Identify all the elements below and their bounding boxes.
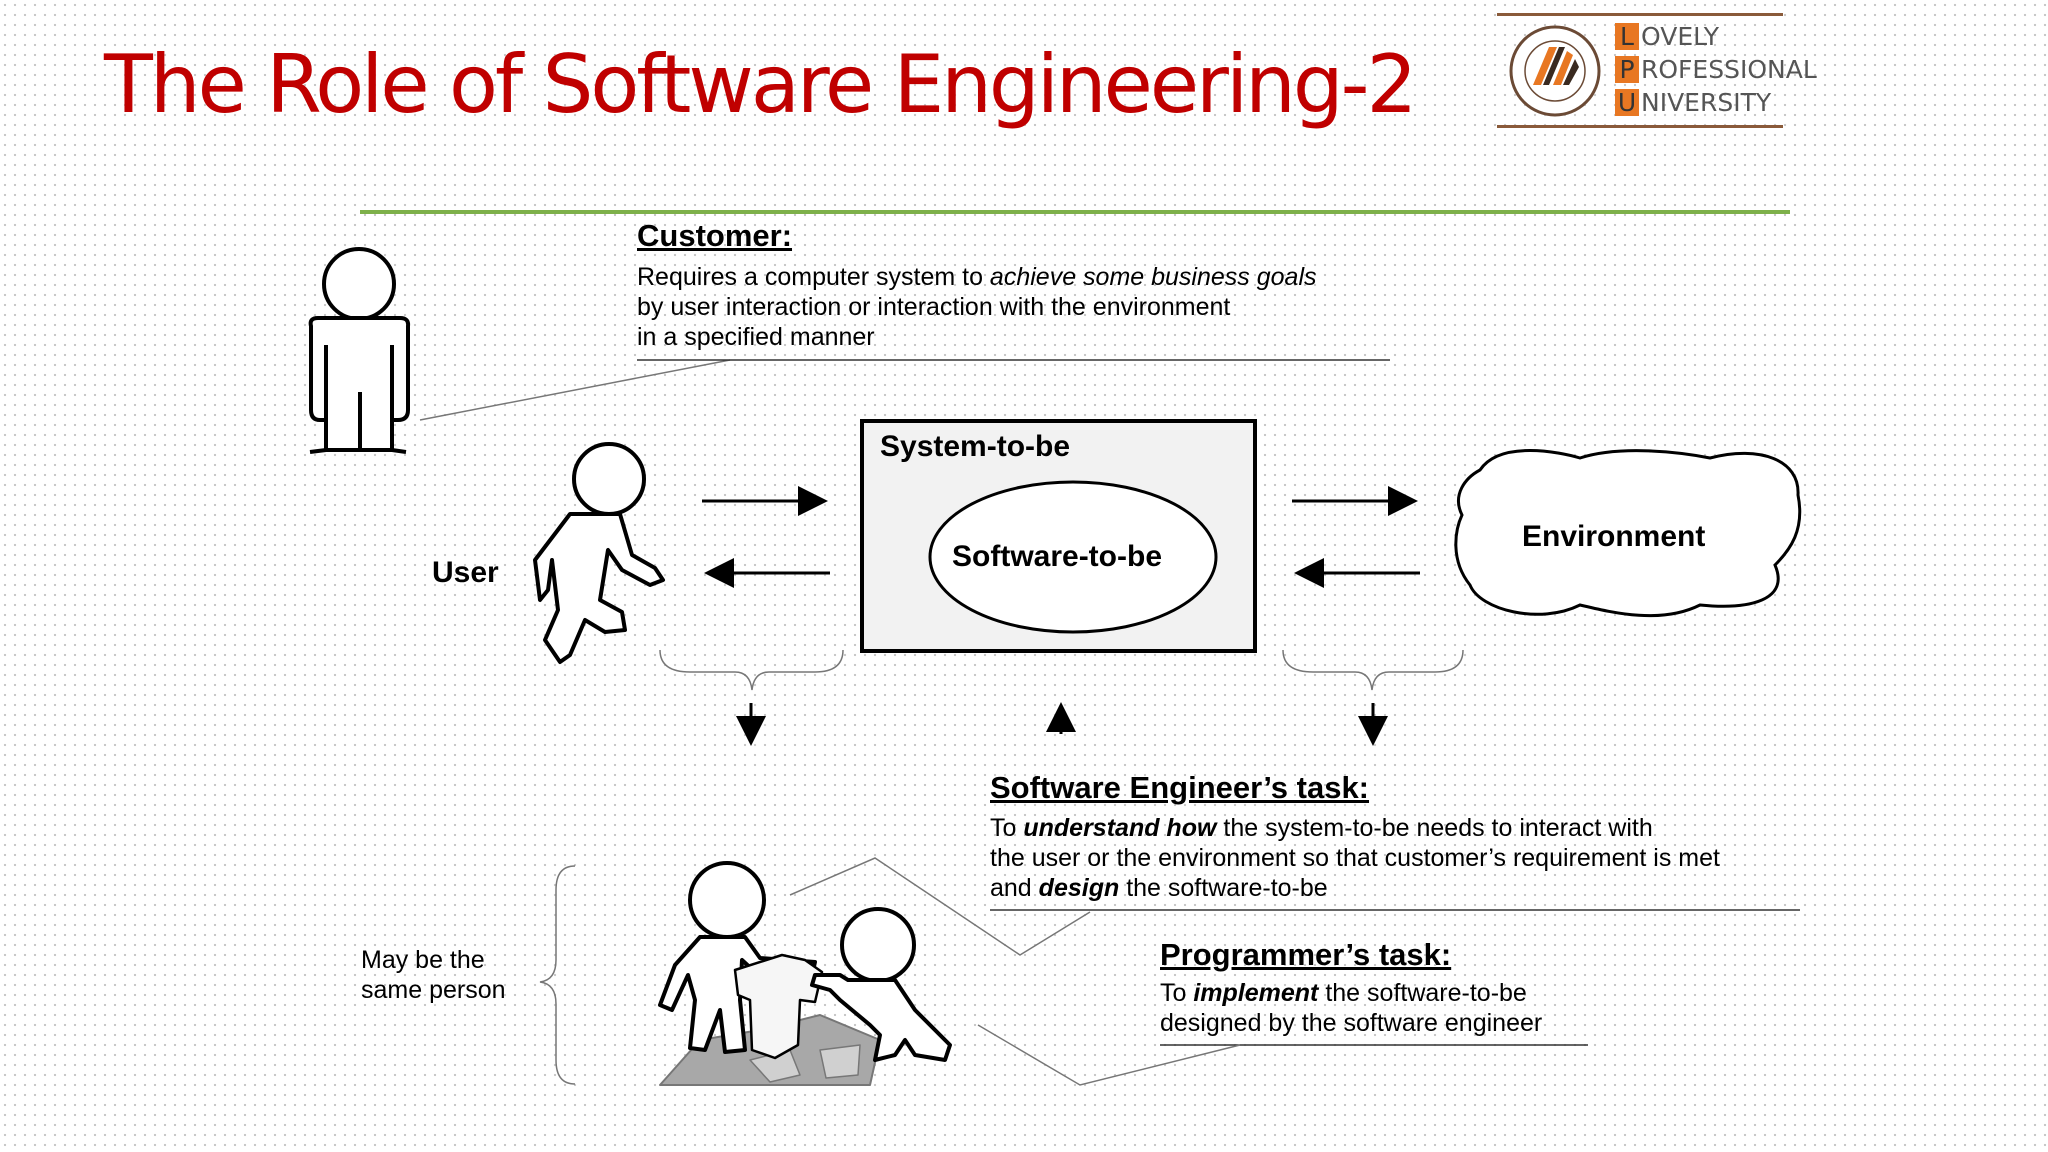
same-person-brace bbox=[539, 865, 576, 1085]
customer-callout-line bbox=[419, 359, 731, 421]
programmer-line-1-text: To bbox=[1160, 979, 1194, 1007]
title-rule bbox=[360, 210, 1790, 214]
customer-line-2: by user interaction or interaction with … bbox=[637, 293, 1231, 321]
programmer-line-1-emphasis: implement bbox=[1193, 979, 1319, 1007]
university-logo: L OVELY P ROFESSIONAL U NIVERSITY bbox=[1497, 13, 1817, 128]
engineer-line-1-text: To bbox=[990, 814, 1024, 842]
logo-bottom-line bbox=[1497, 125, 1783, 128]
walking-user-icon bbox=[533, 442, 665, 664]
software-ellipse bbox=[928, 480, 1218, 634]
programmer-line-2: designed by the software engineer bbox=[1160, 1009, 1543, 1037]
engineer-line-3-rest: the software-to-be bbox=[1119, 874, 1328, 902]
logo-word: NIVERSITY bbox=[1641, 87, 1772, 117]
logo-row-lovely: L OVELY bbox=[1615, 21, 1719, 51]
programmer-line-1-rest: the software-to-be bbox=[1318, 979, 1527, 1007]
slide-title: The Role of Software Engineering-2 bbox=[104, 38, 1417, 131]
engineer-line-3: and design the software-to-be bbox=[990, 873, 1720, 903]
customer-line-3: in a specified manner bbox=[637, 323, 875, 351]
programmer-callout-line bbox=[977, 1024, 1241, 1086]
customer-line-1-text: Requires a computer system to bbox=[637, 263, 990, 291]
programmer-heading: Programmer’s task: bbox=[1160, 937, 1452, 972]
logo-word: OVELY bbox=[1641, 21, 1720, 51]
engineer-heading: Software Engineer’s task: bbox=[990, 770, 1370, 805]
customer-line-1-emphasis: achieve some business goals bbox=[989, 263, 1317, 291]
user-label: User bbox=[432, 556, 499, 589]
right-brace bbox=[1282, 649, 1464, 691]
logo-seal-icon bbox=[1509, 25, 1601, 117]
logo-word: ROFESSIONAL bbox=[1641, 54, 1817, 84]
logo-row-professional: P ROFESSIONAL bbox=[1615, 54, 1817, 84]
customer-line-1: Requires a computer system to achieve so… bbox=[637, 262, 1317, 292]
engineer-line-3-emphasis: design bbox=[1038, 874, 1120, 902]
same-person-note: May be the same person bbox=[361, 945, 506, 1005]
logo-letter: U bbox=[1615, 88, 1639, 116]
environment-cloud bbox=[1454, 449, 1802, 618]
environment-label: Environment bbox=[1522, 520, 1706, 553]
same-person-line-1: May be the bbox=[361, 946, 485, 974]
engineer-line-1: To understand how the system-to-be needs… bbox=[990, 813, 1720, 843]
engineer-line-2: the user or the environment so that cust… bbox=[990, 844, 1720, 872]
builders-figures-icon bbox=[658, 861, 952, 1086]
programmer-description: To implement the software-to-be designed… bbox=[1160, 978, 1542, 1038]
customer-heading: Customer: bbox=[637, 218, 793, 253]
engineer-line-3-text: and bbox=[990, 874, 1039, 902]
engineer-line-1-emphasis: understand how bbox=[1023, 814, 1217, 842]
logo-row-university: U NIVERSITY bbox=[1615, 87, 1771, 117]
left-brace bbox=[659, 649, 844, 691]
engineer-callout-line bbox=[789, 857, 1091, 956]
same-person-line-2: same person bbox=[361, 976, 506, 1004]
software-label: Software-to-be bbox=[952, 540, 1162, 573]
logo-letter: L bbox=[1615, 22, 1639, 50]
engineer-description: To understand how the system-to-be needs… bbox=[990, 813, 1720, 903]
system-label: System-to-be bbox=[880, 430, 1071, 463]
programmer-line-1: To implement the software-to-be bbox=[1160, 978, 1542, 1008]
engineer-line-1-rest: the system-to-be needs to interact with bbox=[1216, 814, 1653, 842]
customer-figure-icon bbox=[308, 247, 411, 454]
logo-letter: P bbox=[1615, 55, 1639, 83]
logo-top-line bbox=[1497, 13, 1783, 16]
customer-description: Requires a computer system to achieve so… bbox=[637, 262, 1317, 352]
